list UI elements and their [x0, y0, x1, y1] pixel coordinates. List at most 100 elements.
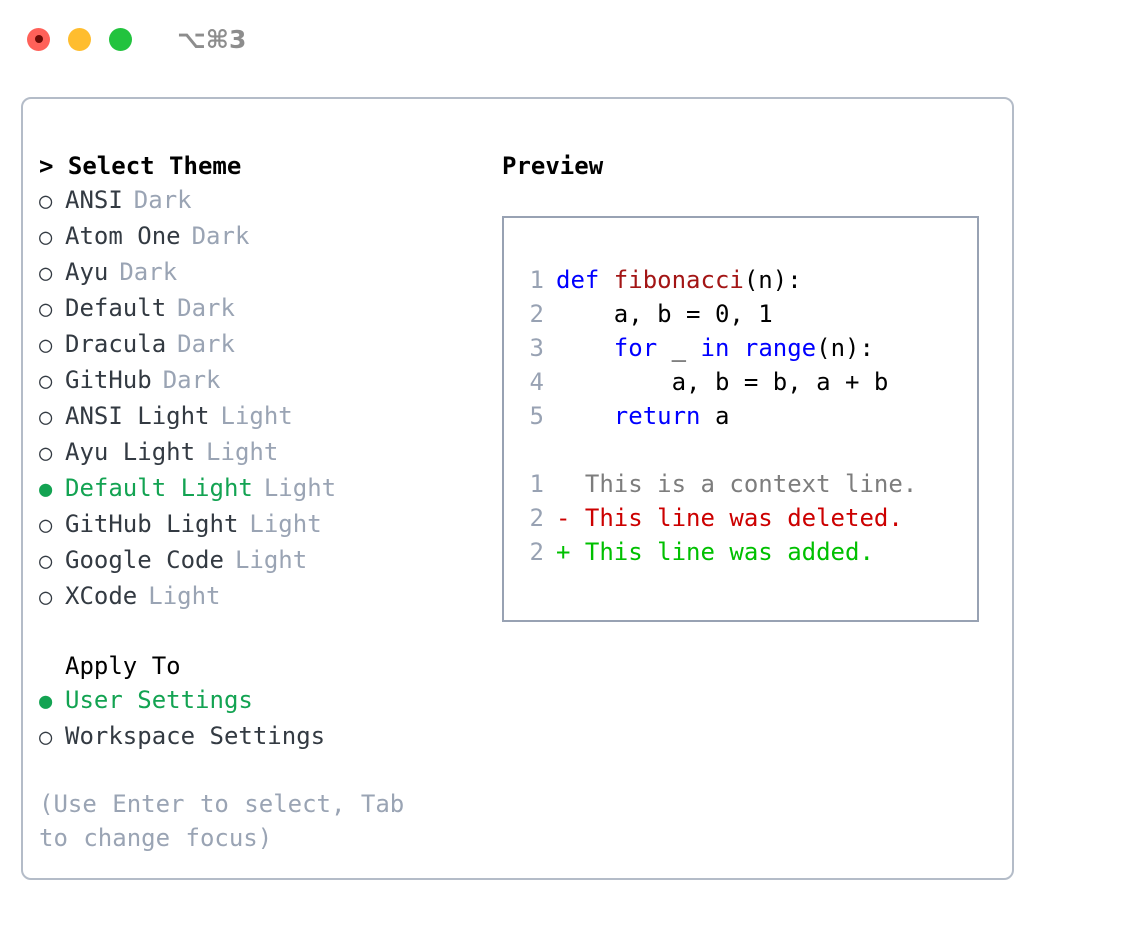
code-token: range: [743, 334, 817, 362]
apply-to-heading: Apply To: [65, 652, 181, 680]
theme-item-tag: Dark: [191, 222, 250, 250]
radio-unselected-icon: ○: [39, 725, 53, 750]
apply-to-item-workspace-settings[interactable]: ○ Workspace Settings: [39, 719, 489, 755]
theme-item-tag: Light: [249, 510, 322, 538]
diff-text: This line was added.: [570, 538, 874, 566]
diff-sign: +: [556, 538, 571, 566]
theme-item-tag: Light: [263, 474, 337, 502]
code-line: 4 a, b = b, a + b: [516, 365, 969, 399]
radio-unselected-icon: ○: [39, 225, 53, 250]
radio-selected-icon: ●: [39, 477, 53, 502]
diff-text: This is a context line.: [570, 470, 918, 498]
theme-item-tag: Light: [234, 546, 308, 574]
diff-line: 2 + This line was added.: [516, 535, 969, 569]
radio-unselected-icon: ○: [39, 261, 53, 286]
apply-to-item-label: User Settings: [65, 686, 253, 714]
theme-item-ayu[interactable]: ○ Ayu Dark: [39, 255, 489, 291]
theme-item-tag: Light: [206, 438, 279, 466]
code-diff-separator: [516, 433, 969, 467]
theme-item-label: Ayu Light: [65, 438, 196, 466]
code-token: fibonacci: [613, 266, 744, 294]
theme-item-label: Atom One: [65, 222, 181, 250]
diff-sign: [556, 470, 570, 498]
theme-item-label: ANSI: [65, 186, 123, 214]
window-controls: [27, 27, 132, 51]
maximize-button[interactable]: [109, 27, 132, 51]
theme-item-tag: Dark: [119, 258, 178, 286]
code-token: a: [700, 402, 730, 430]
code-token: [556, 334, 614, 362]
theme-item-label: Default: [65, 294, 167, 322]
line-number: 2: [529, 504, 544, 532]
theme-item-default-light[interactable]: ● Default Light Light: [39, 471, 489, 507]
line-number: 2: [529, 538, 544, 566]
theme-item-ayu-light[interactable]: ○ Ayu Light Light: [39, 435, 489, 471]
theme-item-label: Default Light: [65, 474, 253, 502]
apply-to-item-label: Workspace Settings: [65, 722, 326, 750]
apply-to-list: ●User Settings ○ Workspace Settings: [39, 683, 489, 755]
radio-unselected-icon: ○: [39, 549, 53, 574]
code-token: in: [700, 334, 730, 362]
radio-unselected-icon: ○: [39, 405, 53, 430]
code-token: _: [657, 334, 701, 362]
code-token: a, b = 0, 1: [556, 300, 773, 328]
radio-unselected-icon: ○: [39, 441, 53, 466]
apply-to-item-user-settings[interactable]: ●User Settings: [39, 683, 489, 719]
code-token: for: [613, 334, 658, 362]
radio-unselected-icon: ○: [39, 333, 53, 358]
theme-item-ansi[interactable]: ○ ANSI Dark: [39, 183, 489, 219]
theme-item-label: GitHub: [65, 366, 152, 394]
theme-item-xcode[interactable]: ○ XCode Light: [39, 579, 489, 615]
theme-item-tag: Dark: [177, 330, 235, 358]
line-number: 3: [529, 334, 544, 362]
keyboard-shortcut-label: ⌥⌘3: [177, 24, 247, 54]
line-number: 1: [529, 470, 544, 498]
theme-item-atom-one[interactable]: ○ Atom One Dark: [39, 219, 489, 255]
theme-item-tag: Dark: [162, 366, 221, 394]
code-token: def: [556, 266, 614, 294]
diff-block: 1 This is a context line. 2- This line wa…: [516, 467, 969, 569]
theme-item-label: XCode: [65, 582, 138, 610]
theme-item-tag: Dark: [177, 294, 235, 322]
theme-item-github[interactable]: ○ GitHub Dark: [39, 363, 489, 399]
theme-item-tag: Dark: [133, 186, 192, 214]
theme-item-label: Ayu: [65, 258, 109, 286]
keyboard-hint-text: (Use Enter to select, Tab to change focu…: [39, 790, 405, 852]
radio-unselected-icon: ○: [39, 369, 53, 394]
code-token: (n):: [816, 334, 874, 362]
code-line: 5 return a: [516, 399, 969, 433]
theme-item-tag: Light: [220, 402, 293, 430]
diff-sign: -: [556, 504, 571, 532]
close-button[interactable]: [27, 27, 50, 51]
code-token: [556, 402, 614, 430]
line-number: 4: [529, 368, 544, 396]
theme-item-tag: Light: [148, 582, 221, 610]
radio-unselected-icon: ○: [39, 189, 53, 214]
title-bar: ⌥⌘3: [0, 0, 1140, 78]
code-line: 2 a, b = 0, 1: [516, 297, 969, 331]
code-line: 3 for _ in range(n):: [516, 331, 969, 365]
code-token: return: [613, 402, 701, 430]
line-number: 1: [529, 266, 544, 294]
code-token: [729, 334, 743, 362]
radio-unselected-icon: ○: [39, 513, 53, 538]
diff-line: 1 This is a context line.: [516, 467, 969, 501]
minimize-button[interactable]: [68, 27, 91, 51]
line-number: 5: [529, 402, 544, 430]
preview-title: Preview: [502, 152, 604, 180]
code-token: a, b = b, a + b: [556, 368, 889, 396]
radio-unselected-icon: ○: [39, 585, 53, 610]
diff-text: This line was deleted.: [570, 504, 903, 532]
